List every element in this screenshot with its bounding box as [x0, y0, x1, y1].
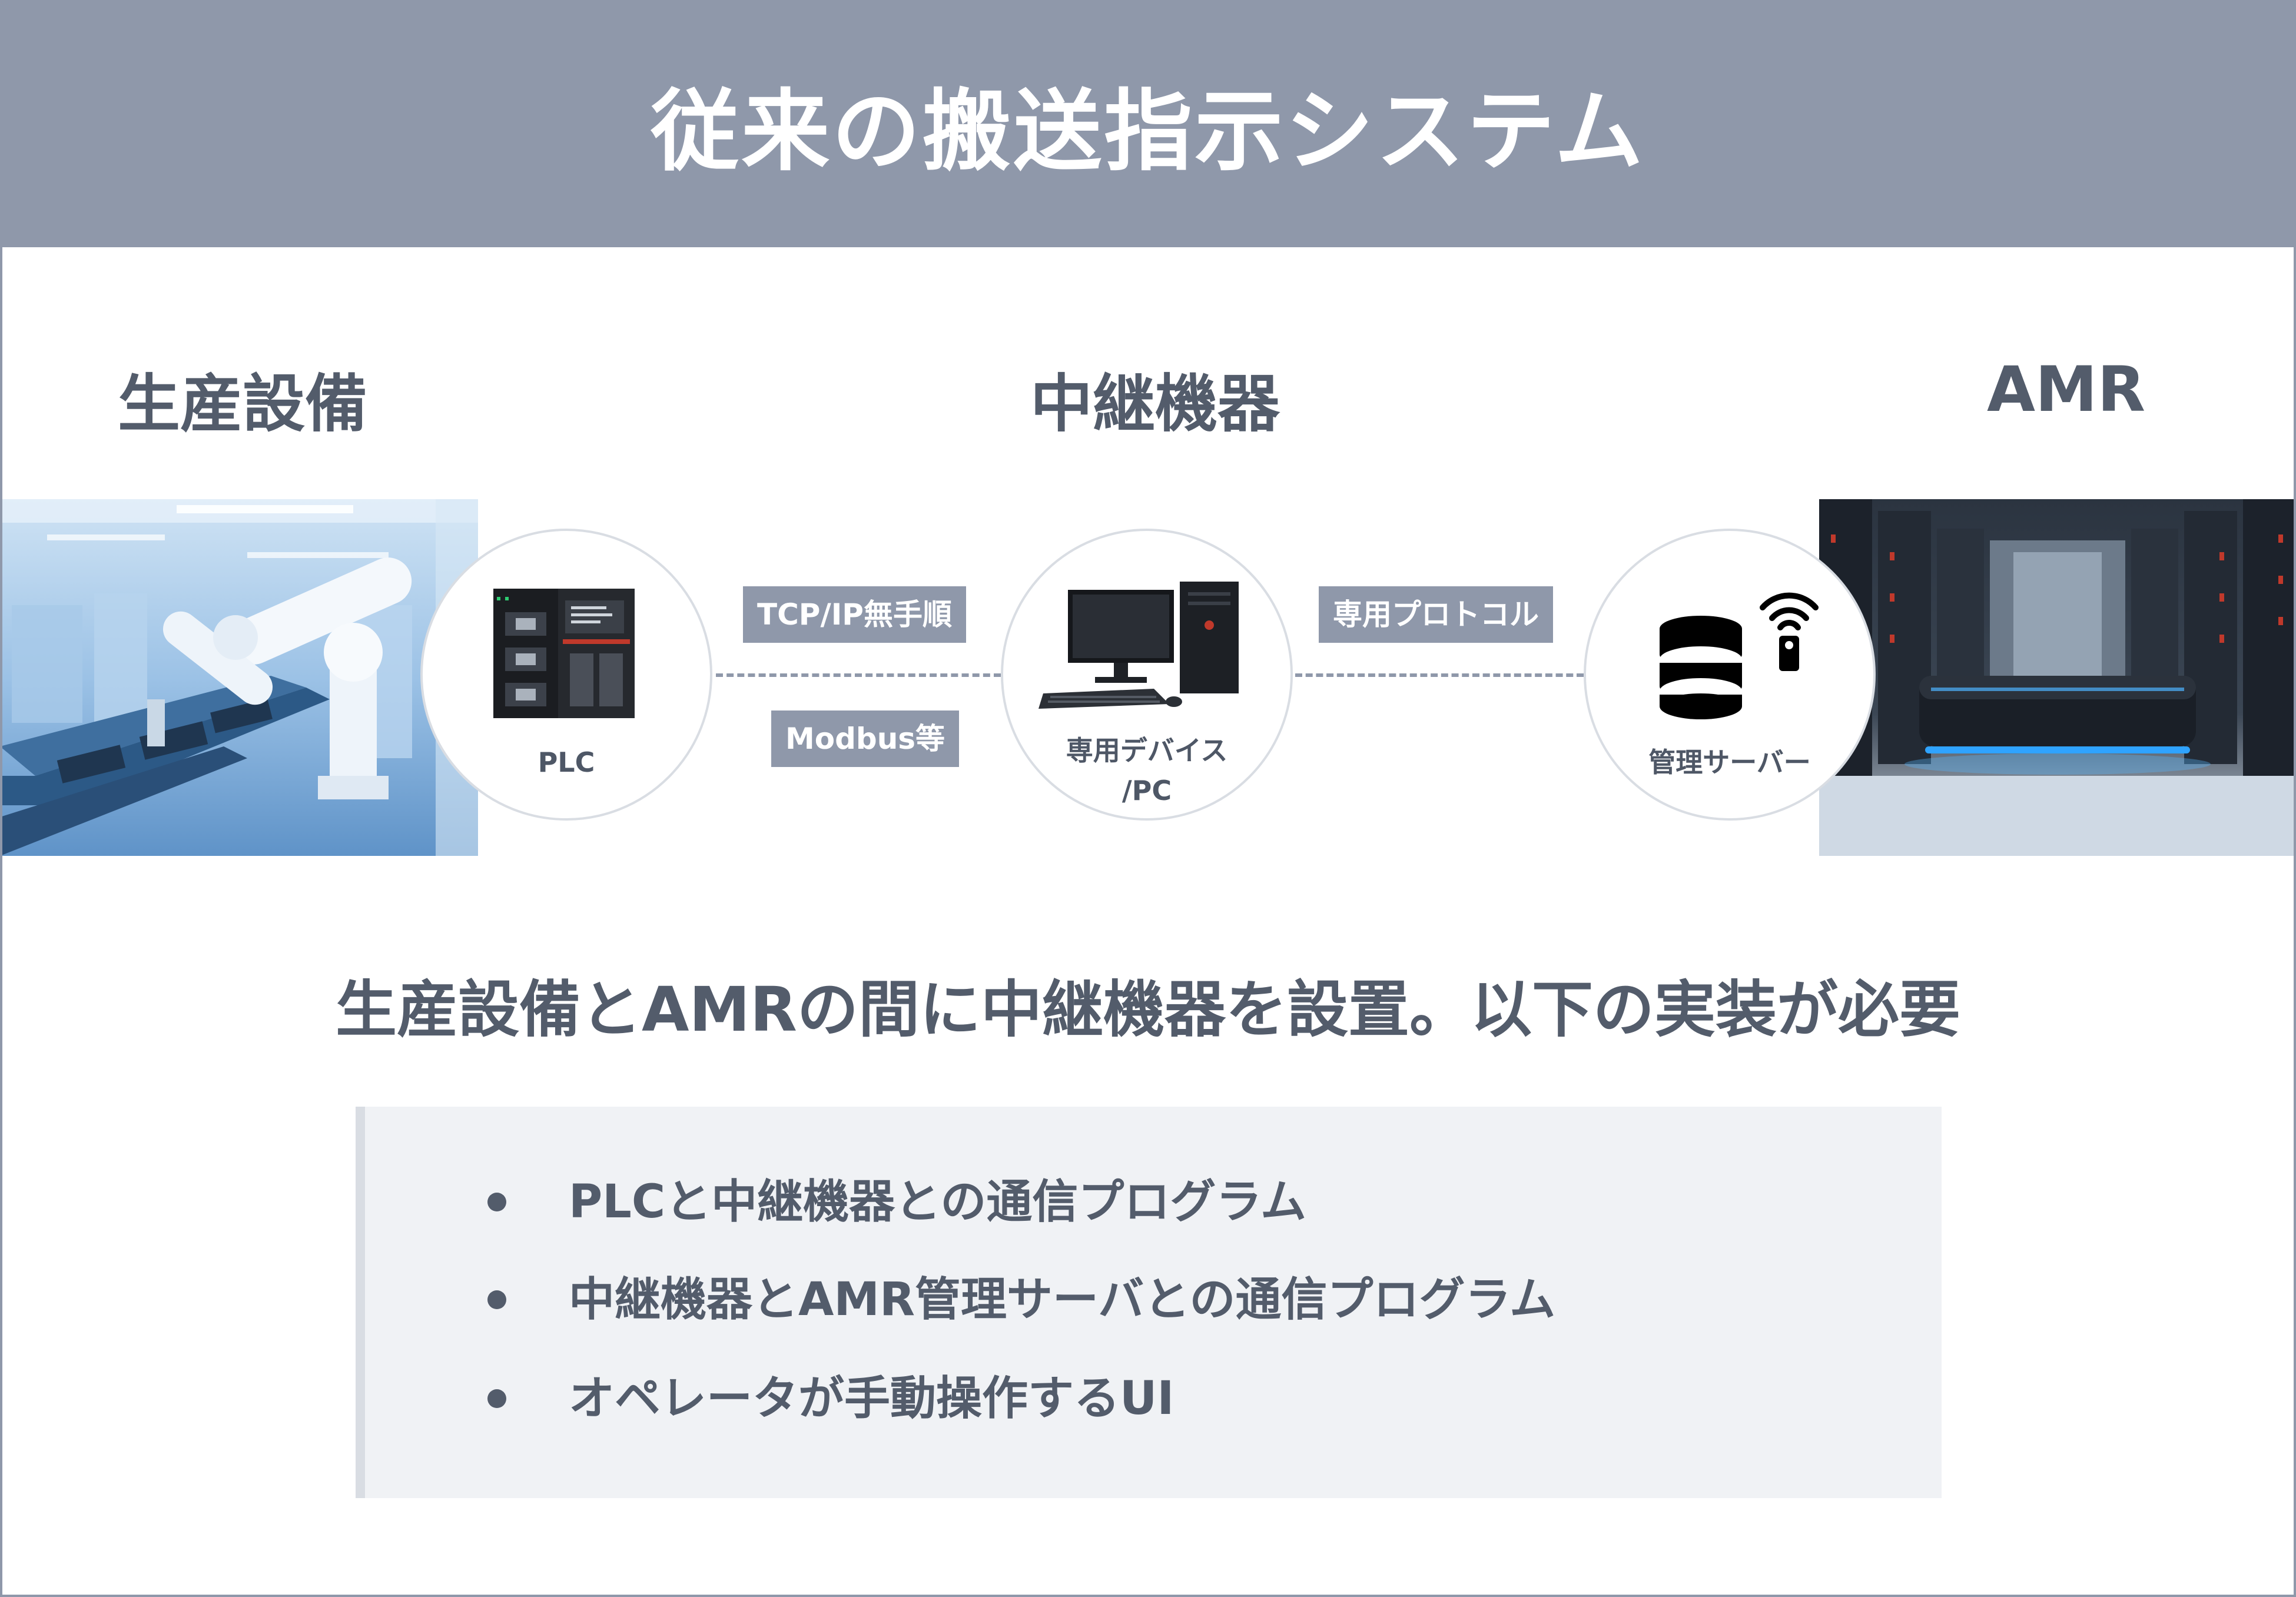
bullet-icon: [487, 1290, 506, 1309]
node-server-label: 管理サーバー: [1648, 746, 1811, 778]
factory-robot-photo: [0, 499, 478, 856]
column-label-relay: 中継機器: [1030, 368, 1280, 440]
bullet-icon: [487, 1389, 506, 1408]
node-plc: PLC: [420, 529, 712, 821]
page-title: 従来の搬送指示システム: [651, 80, 1645, 183]
wifi-signal-icon: [1760, 592, 1819, 671]
amr-server-room-photo: [1819, 499, 2296, 856]
desktop-pc-icon: [1038, 582, 1239, 709]
node-device-label-line1: 専用デバイス: [1066, 735, 1228, 766]
page-header: 従来の搬送指示システム: [0, 0, 2296, 247]
requirement-text: PLCと中継機器との通信プログラム: [569, 1176, 1306, 1229]
node-relay-device: 専用デバイス /PC: [1001, 529, 1293, 821]
database-icon: [1660, 616, 1742, 719]
connector-device-server: [1295, 673, 1584, 677]
requirements-panel: PLCと中継機器との通信プログラム 中継機器とAMR管理サーバとの通信プログラム…: [356, 1107, 1942, 1498]
protocol-tag-modbus: Modbus等: [771, 710, 960, 767]
node-plc-label: PLC: [537, 746, 595, 778]
summary-text: 生産設備とAMRの間に中継機器を設置。以下の実装が必要: [335, 974, 1961, 1045]
protocol-tag-tcpip: TCP/IP無手順: [743, 586, 966, 643]
column-label-production: 生産設備: [118, 368, 367, 440]
protocol-tag-dedicated: 専用プロトコル: [1319, 586, 1553, 643]
requirement-text: 中継機器とAMR管理サーバとの通信プログラム: [569, 1273, 1556, 1326]
requirement-text: オペレータが手動操作するUI: [569, 1372, 1174, 1425]
column-label-amr: AMR: [1987, 353, 2146, 426]
bullet-icon: [487, 1193, 506, 1211]
connector-plc-device: [716, 673, 1001, 677]
plc-module-icon: [493, 589, 635, 718]
node-device-label-line2: /PC: [1122, 775, 1172, 806]
node-management-server: 管理サーバー: [1584, 529, 1876, 821]
